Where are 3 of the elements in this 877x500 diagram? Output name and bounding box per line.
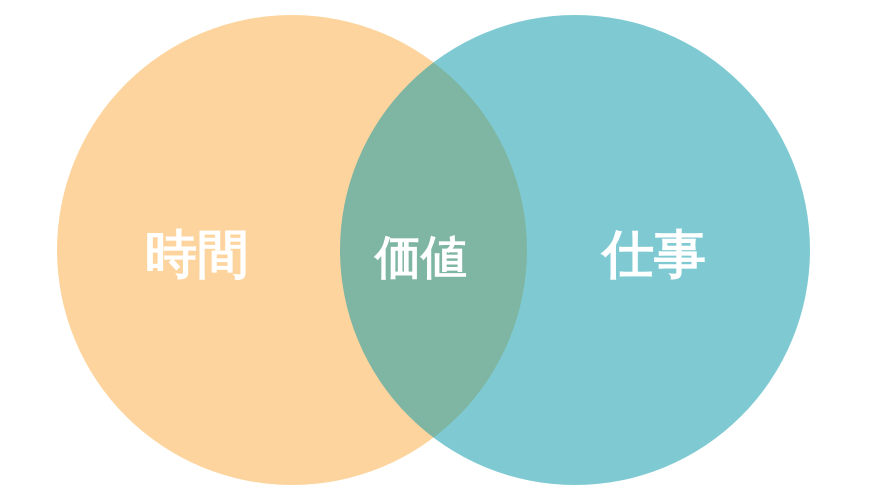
overlap-label: 価値 <box>375 234 467 280</box>
circle-label: 時間 <box>145 229 249 281</box>
circle-label: 仕事 <box>602 229 706 281</box>
